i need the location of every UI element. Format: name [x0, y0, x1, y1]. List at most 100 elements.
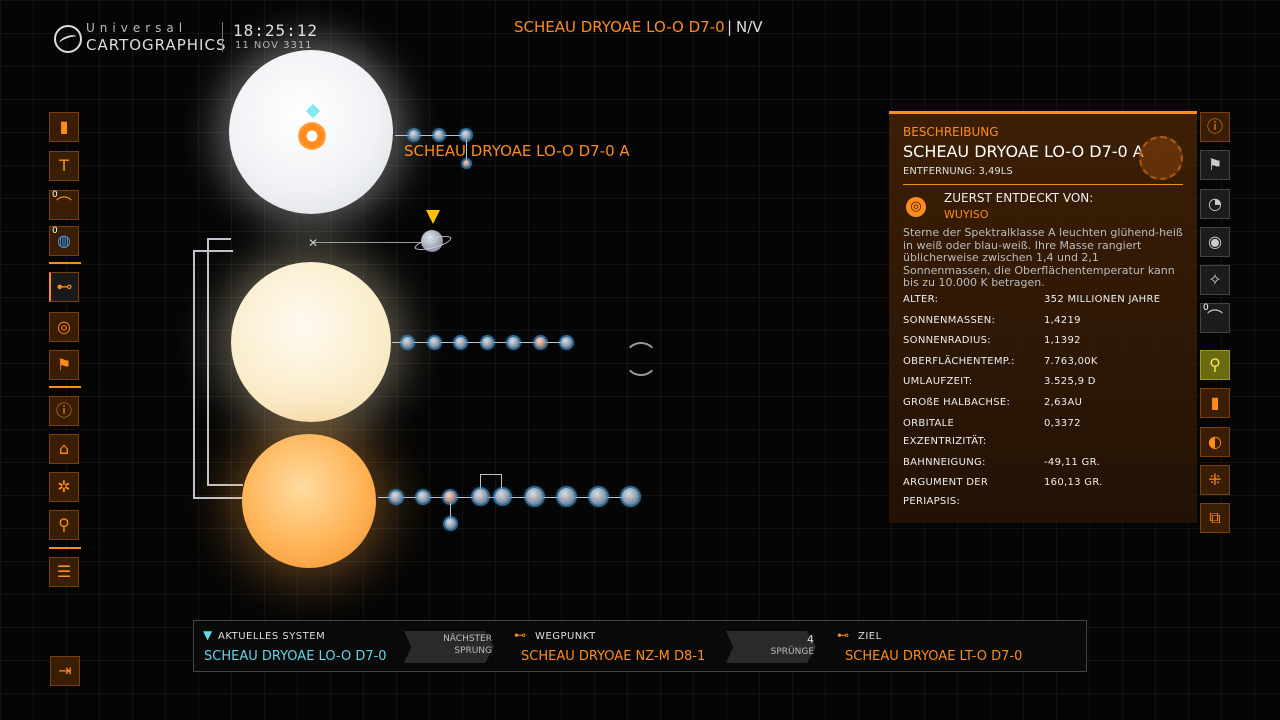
info-icon: ⓘ [1206, 117, 1223, 136]
poi-pin-icon [426, 210, 440, 224]
left-nav-mountains-button[interactable]: ⌒0 [49, 190, 79, 220]
waypoint-value[interactable]: SCHEAU DRYOAE NZ-M D8-1 [521, 649, 706, 664]
destination-value[interactable]: SCHEAU DRYOAE LT-O D7-0 [845, 649, 1023, 664]
moon[interactable] [445, 518, 456, 529]
panel-divider [903, 184, 1183, 185]
planet[interactable] [461, 130, 471, 140]
planet[interactable] [402, 337, 413, 348]
hierarchy-line [207, 238, 209, 484]
left-nav-tools-button[interactable]: T [49, 151, 79, 181]
discoverer-icon: ◎ [906, 197, 926, 217]
star-b[interactable] [231, 262, 391, 422]
hierarchy-line [193, 250, 195, 498]
system-title: SCHEAU DRYOAE LO-O D7-0 [514, 18, 725, 36]
right-nav-network-button[interactable]: ⁜ [1200, 465, 1230, 495]
pin-icon: ⚲ [58, 515, 70, 534]
current-system-value[interactable]: SCHEAU DRYOAE LO-O D7-0 [204, 649, 387, 664]
right-nav-terrain-button[interactable]: ⌒0 [1200, 303, 1230, 333]
hammer-icon: T [59, 156, 69, 175]
planet[interactable] [429, 337, 440, 348]
building-icon: ⌂ [58, 439, 70, 458]
planet[interactable] [558, 488, 575, 505]
terrain-icon: ⌒ [55, 195, 72, 214]
stat-value: 352 MILLIONEN JAHRE [1044, 294, 1161, 305]
next-jump-label-2: SPRUNG [454, 646, 492, 656]
stat-value: 2,63AU [1044, 397, 1083, 408]
moon-icon: ◐ [1208, 432, 1222, 451]
left-nav-globe-button[interactable]: ◍0 [49, 226, 79, 256]
planet[interactable] [495, 489, 510, 504]
right-nav-poi-button[interactable]: ⚲ [1200, 350, 1230, 380]
right-nav-export-button[interactable]: ⧉ [1200, 503, 1230, 533]
planet[interactable] [535, 337, 546, 348]
star-c[interactable] [242, 434, 376, 568]
list-icon: ☰ [56, 562, 72, 581]
jumps-count: 4 [807, 633, 814, 646]
target-icon: ◎ [57, 317, 71, 336]
right-nav-info-detail-button[interactable]: ⓘ [1200, 112, 1230, 142]
stat-label: ALTER: [903, 294, 939, 305]
planet[interactable] [473, 489, 488, 504]
planet[interactable] [417, 491, 429, 503]
left-nav-settings-button[interactable]: ✲ [49, 472, 79, 502]
waypoint-icon: ⊷ [514, 628, 526, 642]
left-nav-list-button[interactable]: ☰ [49, 557, 79, 587]
planet[interactable] [526, 488, 543, 505]
scan-reticle-icon [624, 342, 658, 376]
left-nav-route-button[interactable]: ⊷ [49, 272, 79, 302]
stat-value: 1,1392 [1044, 335, 1081, 346]
left-nav-target-button[interactable]: ◎ [49, 312, 79, 342]
left-nav-flag-button[interactable]: ⚑ [49, 350, 79, 380]
planet[interactable] [508, 337, 519, 348]
left-nav-location-button[interactable]: ⚲ [49, 510, 79, 540]
planet[interactable] [482, 337, 493, 348]
exit-button[interactable]: ⇥ [50, 656, 80, 686]
right-nav-flag-planet-button[interactable]: ⚑ [1200, 150, 1230, 180]
right-nav-moon-button[interactable]: ◐ [1200, 427, 1230, 457]
left-nav-government-button[interactable]: ⌂ [49, 434, 79, 464]
ringed-planet[interactable] [421, 230, 443, 252]
planet[interactable] [444, 491, 456, 503]
bookmark-icon: ▮ [59, 117, 69, 136]
stat-label: ORBITALE [903, 418, 955, 429]
stat-value: 7.763,00K [1044, 356, 1098, 367]
next-jump-label: NÄCHSTER [443, 634, 492, 644]
planet[interactable] [434, 130, 444, 140]
ring-icon: ◔ [1208, 194, 1222, 213]
right-nav-dna-button[interactable]: ✧ [1200, 265, 1230, 295]
logo-bottom-text: CARTOGRAPHICS [86, 36, 227, 54]
left-nav-divider [49, 547, 81, 549]
hierarchy-line [207, 484, 243, 486]
right-nav-orbit-button[interactable]: ◉ [1200, 227, 1230, 257]
hierarchy-line [207, 238, 231, 240]
star-thumbnail-icon [1139, 136, 1183, 180]
right-nav-bookmark-add-button[interactable]: ▮ [1200, 388, 1230, 418]
hierarchy-line [193, 250, 233, 252]
current-system-label: AKTUELLES SYSTEM [218, 631, 326, 642]
planet[interactable] [390, 491, 402, 503]
header-divider [222, 22, 223, 52]
stat-value: 3.525,9 D [1044, 376, 1096, 387]
pin-icon: ⚲ [1209, 355, 1221, 374]
body-info-panel: BESCHREIBUNG SCHEAU DRYOAE LO-O D7-0 A E… [889, 111, 1197, 523]
body-distance: ENTFERNUNG: 3,49LS [903, 166, 1013, 177]
stat-label: GROßE HALBACHSE: [903, 397, 1011, 408]
planet[interactable] [561, 337, 572, 348]
stat-label: OBERFLÄCHENTEMP.: [903, 356, 1015, 367]
planet[interactable] [590, 488, 607, 505]
stat-label: SONNENRADIUS: [903, 335, 991, 346]
planet[interactable] [455, 337, 466, 348]
flag-icon: ⚑ [56, 355, 72, 374]
body-name: SCHEAU DRYOAE LO-O D7-0 A [903, 142, 1144, 161]
left-nav-bookmark-button[interactable]: ▮ [49, 112, 79, 142]
count-badge: 0 [1203, 303, 1209, 313]
gear-icon: ✲ [57, 477, 71, 496]
panel-section-title: BESCHREIBUNG [903, 125, 999, 139]
planet[interactable] [622, 488, 639, 505]
info-icon: ⓘ [55, 401, 72, 420]
planet[interactable] [409, 130, 419, 140]
right-nav-ring-button[interactable]: ◔ [1200, 189, 1230, 219]
moon[interactable] [463, 160, 470, 167]
left-nav-info-button[interactable]: ⓘ [49, 396, 79, 426]
orbit-line [395, 135, 470, 136]
